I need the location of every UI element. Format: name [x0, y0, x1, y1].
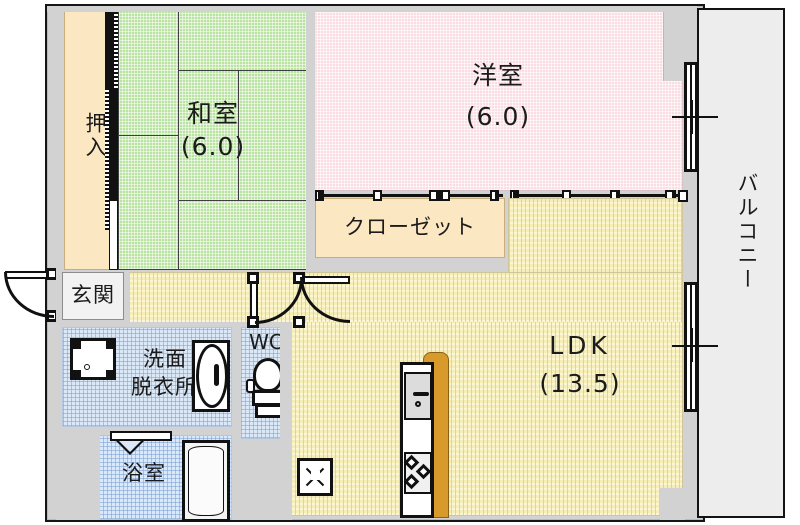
label-balcony: バルコニー — [735, 172, 759, 292]
window-cross-lower-v — [691, 328, 693, 362]
room-balcony — [697, 8, 785, 518]
wall-ldk-left — [280, 322, 292, 520]
label-closet: クローゼット — [344, 215, 476, 239]
label-yoshitsu-size: (6.0) — [465, 102, 531, 131]
oshiire-sliding-door-leaf[interactable] — [109, 200, 118, 270]
entrance-door-swing-arc — [4, 272, 54, 318]
bathroom-door-swing-inner — [119, 441, 141, 452]
washing-machine-corner — [73, 341, 81, 349]
vanity-faucet — [214, 364, 219, 386]
label-senmen-2: 脱衣所 — [131, 375, 197, 399]
label-oshiire: 押入 — [83, 112, 107, 160]
room-yoshitsu — [313, 11, 683, 191]
wall-washitsu-right — [306, 11, 315, 271]
kitchen-sink — [404, 372, 432, 420]
oshiire-sliding-door-upper[interactable] — [105, 12, 114, 90]
toilet-bowl — [253, 358, 283, 392]
tatami-seam — [118, 135, 178, 136]
room-genkan — [62, 272, 124, 320]
kitchen-drain — [415, 401, 421, 407]
wall-closet-bottom — [308, 258, 508, 272]
tatami-seam — [238, 70, 239, 200]
hall-door-hinge-bottom — [293, 316, 305, 328]
washing-machine-corner — [73, 370, 81, 378]
closet-sliding-doors[interactable] — [315, 190, 503, 201]
label-wc: WC — [249, 330, 283, 354]
bathtub-inner — [188, 446, 224, 516]
label-senmen-1: 洗面 — [143, 347, 187, 371]
washing-machine-drain — [84, 364, 90, 370]
window-cross-lower — [672, 345, 718, 347]
room-washitsu — [118, 11, 308, 270]
label-genkan: 玄関 — [71, 283, 115, 307]
room-ldk-main — [290, 318, 683, 516]
exterior-door-knob — [678, 190, 688, 202]
label-yokushitsu: 浴室 — [122, 461, 166, 485]
vent-center — [311, 471, 320, 480]
oshiire-sliding-rail-upper — [114, 12, 118, 90]
oshiire-sliding-door-lower[interactable] — [109, 90, 118, 212]
tatami-seam — [178, 11, 179, 270]
tatami-seam — [178, 70, 308, 71]
label-ldk-size: (13.5) — [539, 369, 621, 398]
bathroom-door[interactable] — [110, 431, 172, 441]
label-yoshitsu-name: 洋室 — [471, 61, 524, 90]
window-cross-upper-v — [691, 100, 693, 134]
kitchen-faucet — [413, 392, 429, 396]
washing-machine-corner — [106, 341, 114, 349]
wall-senmen-bottom — [62, 427, 100, 520]
wall-notch-yoshitsu — [663, 11, 685, 81]
toilet-base — [255, 404, 283, 418]
ceiling-vent — [297, 458, 333, 496]
washing-machine-corner — [106, 370, 114, 378]
label-ldk-name: LDK — [549, 331, 611, 360]
label-washitsu-size: (6.0) — [180, 132, 246, 161]
wall-washitsu-bottom — [56, 268, 62, 322]
wall-step-ldk — [660, 488, 685, 520]
label-washitsu-name: 和室 — [186, 99, 239, 128]
wall-senmen-left — [56, 322, 62, 520]
room-closet — [315, 198, 505, 258]
wall-genkan-right — [124, 270, 129, 322]
toilet-lever — [246, 379, 255, 393]
room-ldk-hall — [128, 272, 683, 322]
wall-wc-left — [232, 327, 241, 439]
window-cross-upper — [672, 116, 718, 118]
wall-top — [47, 6, 697, 12]
oshiire-sliding-rail-lower — [105, 90, 109, 230]
tatami-seam — [178, 200, 308, 201]
vanity-basin — [196, 344, 228, 408]
